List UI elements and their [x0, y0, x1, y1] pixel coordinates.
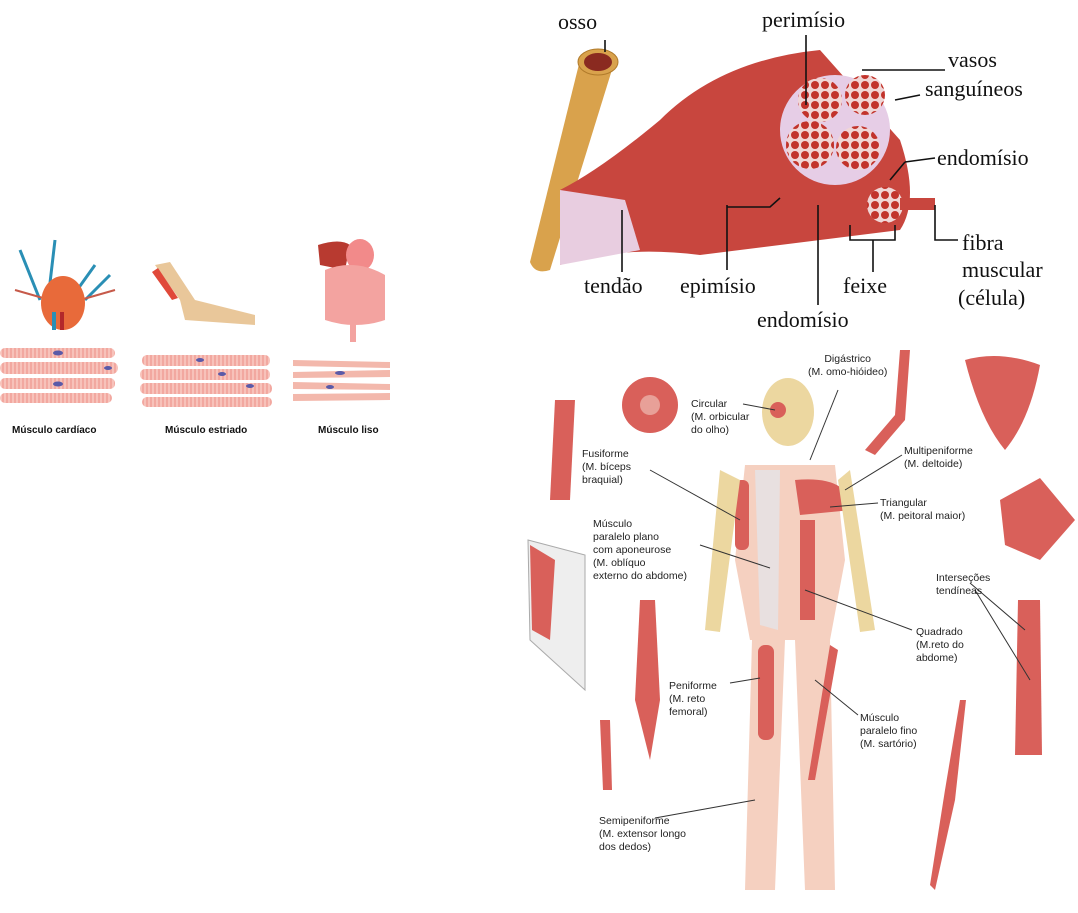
digestive-organs-illustration: [318, 239, 385, 342]
label-line: Músculo: [860, 712, 900, 724]
label-line: dos dedos): [599, 841, 651, 853]
label-intersecoes: Interseções tendíneas: [936, 572, 990, 598]
label-line: Quadrado: [916, 626, 963, 638]
label-line: braquial): [582, 474, 623, 486]
label-digastrico: Digástrico (M. omo-hióideo): [808, 353, 887, 379]
label-line: (M. oblíquo: [593, 557, 646, 569]
label-osso: osso: [558, 9, 598, 34]
label-line: Interseções: [936, 572, 991, 584]
label-line: (M. reto: [669, 693, 706, 705]
body-illustration: [705, 378, 875, 890]
label-epimisio: epimísio: [680, 273, 756, 298]
label-line: (M. orbicular: [691, 411, 750, 423]
label-line: abdome): [916, 652, 958, 664]
muscle-structure-leader-lines: [604, 35, 958, 305]
label-line: (M. peitoral maior): [880, 510, 966, 522]
label-line: do olho): [691, 424, 729, 436]
heart-illustration: [14, 239, 116, 330]
label-celula: (célula): [958, 285, 1026, 310]
label-line: tendíneas: [936, 585, 983, 597]
label-line: (M. bíceps: [582, 461, 632, 473]
caption-smooth-muscle: Músculo liso: [318, 425, 379, 436]
cardiac-tissue: [0, 348, 118, 403]
label-line: paralelo plano: [593, 531, 659, 543]
label-paralelo-fino: Músculo paralelo fino (M. sartório): [860, 712, 917, 751]
label-line: externo do abdome): [593, 570, 687, 582]
label-fibra: fibra: [962, 230, 1004, 255]
label-line: Peniforme: [669, 680, 717, 692]
label-multipeniforme: Multipeniforme (M. deltoide): [904, 445, 973, 471]
label-vasos: vasos: [948, 47, 997, 72]
label-line: Triangular: [880, 497, 927, 509]
label-circular: Circular (M. orbicular do olho): [691, 398, 749, 437]
label-endomisio-bottom: endomísio: [757, 307, 849, 332]
smooth-tissue: [293, 360, 390, 401]
label-line: paralelo fino: [860, 725, 918, 737]
label-line: Fusiforme: [582, 448, 629, 460]
label-line: Digástrico: [824, 353, 872, 365]
label-triangular: Triangular (M. peitoral maior): [880, 497, 965, 523]
label-line: Circular: [691, 398, 728, 410]
label-fusiforme: Fusiforme (M. bíceps braquial): [582, 448, 631, 487]
caption-skeletal-muscle: Músculo estriado: [165, 425, 248, 436]
label-line: Músculo: [593, 518, 633, 530]
label-peniforme: Peniforme (M. reto femoral): [669, 680, 717, 719]
label-line: (M.reto do: [916, 639, 964, 651]
label-paralelo-plano: Músculo paralelo plano com aponeurose (M…: [593, 518, 687, 583]
label-feixe: feixe: [843, 273, 887, 298]
label-line: (M. sartório): [860, 738, 917, 750]
label-line: Semipeniforme: [599, 815, 670, 827]
label-sanguineos: sanguíneos: [925, 76, 1023, 101]
label-muscular: muscular: [962, 257, 1043, 282]
skeletal-tissue: [140, 355, 272, 407]
label-tendao: tendão: [584, 273, 643, 298]
label-quadrado: Quadrado (M.reto do abdome): [916, 626, 964, 665]
label-line: Multipeniforme: [904, 445, 973, 457]
label-line: (M. omo-hióideo): [808, 366, 888, 378]
label-line: femoral): [669, 706, 708, 718]
caption-cardiac-muscle: Músculo cardíaco: [12, 425, 97, 436]
arm-illustration: [152, 262, 255, 325]
label-line: (M. extensor longo: [599, 828, 686, 840]
label-line: (M. deltoide): [904, 458, 963, 470]
label-semipeniforme: Semipeniforme (M. extensor longo dos ded…: [599, 815, 686, 854]
muscle-structure-illustration: [530, 48, 935, 272]
label-perimisio: perimísio: [762, 7, 846, 32]
label-endomisio-right: endomísio: [937, 145, 1029, 170]
body-leader-lines: [649, 389, 1031, 819]
label-line: com aponeurose: [593, 544, 672, 556]
